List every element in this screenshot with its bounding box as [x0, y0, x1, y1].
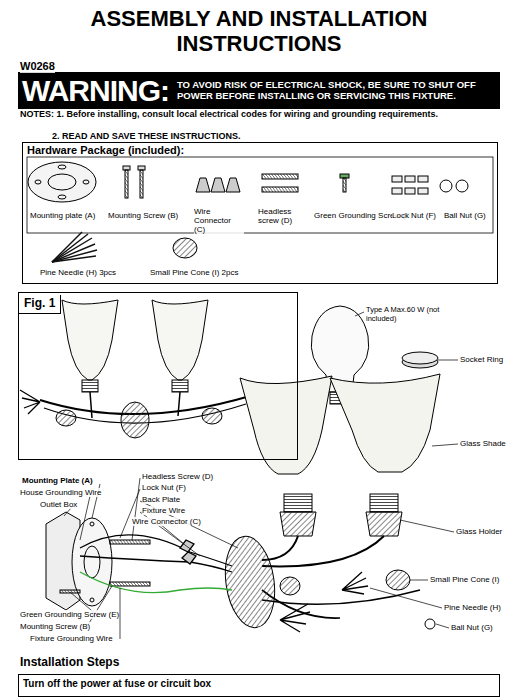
part-name: Green Grounding Screw (E): [20, 610, 119, 619]
wire-connector: [196, 178, 240, 192]
step-text: Turn off the power at fuse or circuit bo…: [19, 675, 499, 693]
part-name: Type A Max.60 W (not included): [366, 306, 446, 323]
part-name: Headless screw (D): [258, 207, 308, 225]
page-title: ASSEMBLY AND INSTALLATION INSTRUCTIONS: [60, 6, 458, 56]
lock-nut: [392, 176, 428, 194]
part-name: Fixture Wire: [142, 506, 185, 515]
part-name: Fixture Grounding Wire: [30, 634, 113, 643]
step-box: Turn off the power at fuse or circuit bo…: [18, 674, 500, 697]
hardware-frame: [27, 157, 493, 233]
grounding-screw: [340, 174, 349, 192]
fixture-arm: [262, 536, 420, 618]
part-name: Headless Screw (D): [142, 472, 213, 481]
pine-cone: [173, 238, 197, 258]
part-name: Small Pine Cone (I) 2pcs: [150, 268, 238, 277]
part-name: Pine Needle (H): [444, 603, 501, 612]
headless-screw: [262, 174, 298, 192]
part-name: House Grounding Wire: [20, 488, 101, 497]
pine-needle: [52, 232, 97, 262]
screws: [60, 540, 150, 593]
ball-nut: [440, 180, 468, 192]
pine-needle-small: [280, 572, 368, 632]
warning-text: TO AVOID RISK OF ELECTRICAL SHOCK, BE SU…: [177, 80, 500, 102]
part-name: Pine Needle (H) 3pcs: [40, 268, 116, 277]
section-heading: Installation Steps: [20, 656, 119, 670]
note-text: 2. READ AND SAVE THESE INSTRUCTIONS.: [52, 131, 241, 141]
figure-box: Fig. 1: [18, 292, 298, 460]
mounting-screw: [123, 166, 145, 198]
part-name: Back Plate: [142, 495, 180, 504]
glass-holder: [280, 494, 402, 536]
part-name: Glass Holder: [456, 527, 502, 536]
part-name: Lock Nut (F): [142, 483, 186, 492]
part-name: Small Pine Cone (I): [430, 575, 499, 584]
ball-nut-small: [425, 619, 435, 629]
part-name: Mounting plate (A): [30, 211, 95, 220]
pine-cone-small: [280, 570, 410, 595]
box-heading: Hardware Package (included):: [23, 143, 497, 158]
part-name: Ball Nut (G): [451, 623, 493, 632]
mounting-plate: [28, 162, 96, 202]
part-name: Lock Nut (F): [392, 211, 436, 220]
socket-ring: [402, 352, 438, 368]
part-name: Wire Connector (C): [132, 517, 201, 526]
part-name: Mounting Screw (B): [20, 622, 90, 631]
part-name: Ball Nut (G): [444, 211, 486, 220]
part-name: Wire Connector (C): [194, 207, 244, 235]
doc-code: W0268: [20, 60, 55, 73]
warning-heading: WARNING:: [18, 75, 177, 107]
glass-shade: [240, 374, 440, 474]
warning-band: WARNING:TO AVOID RISK OF ELECTRICAL SHOC…: [18, 72, 500, 109]
part-name: Mounting Plate (A): [22, 476, 93, 485]
part-name: Outlet Box: [40, 500, 77, 509]
part-name: Mounting Screw (B): [108, 211, 178, 220]
leader-lines: [64, 312, 458, 639]
part-name: Glass Shade: [460, 439, 506, 448]
back-plate: [220, 533, 280, 631]
wires: [80, 535, 232, 593]
part-name: Socket Ring: [460, 355, 503, 364]
fixture-assembled: [20, 300, 272, 438]
note-text: NOTES: 1. Before installing, consult loc…: [20, 109, 502, 119]
figure-label: Fig. 1: [19, 295, 61, 314]
